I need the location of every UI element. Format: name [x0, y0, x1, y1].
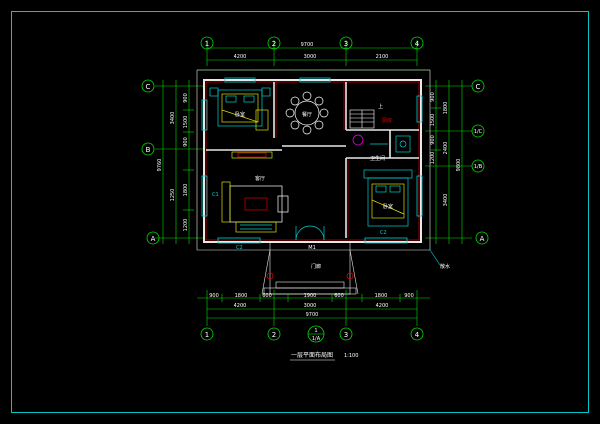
- bottom-detail-2: 1800: [235, 293, 248, 299]
- axis-top-4: 4: [415, 40, 420, 48]
- bottom-dimensions: [197, 290, 430, 326]
- door-label-m1: M1: [308, 245, 316, 251]
- axis-right-a: A: [480, 235, 485, 243]
- bedroom-1-furniture: [209, 87, 271, 131]
- stair-label: 上: [378, 103, 383, 110]
- axis-left-b: B: [146, 146, 151, 154]
- room-label-living: 客厅: [255, 175, 265, 182]
- bedroom-2-furniture: [363, 169, 413, 227]
- window-label-c2a: C2: [236, 245, 243, 251]
- left-seg-1: 3400: [170, 112, 176, 125]
- left-dim-text: 9760 3400 1250 900 1500 900 1800 1200: [157, 93, 189, 231]
- axis-top-3: 3: [344, 40, 348, 48]
- slope-leader: [429, 249, 441, 266]
- right-detail-3: 900: [430, 135, 436, 145]
- top-seg-3: 2100: [376, 54, 389, 60]
- axis-bottom-1: 1: [205, 331, 209, 339]
- drawing-border: [11, 11, 589, 413]
- wall-accents: [275, 82, 349, 238]
- right-axis-bubbles: C 1/C 1/B A: [471, 79, 489, 245]
- drawing-scale: 1:100: [344, 353, 358, 359]
- bottom-detail-1: 900: [209, 293, 219, 299]
- window-label-c1: C1: [212, 192, 219, 198]
- right-detail-1: 900: [430, 92, 436, 102]
- right-seg-1: 1800: [443, 102, 449, 115]
- bottom-seg-1: 4200: [234, 303, 247, 309]
- axis-left-c: C: [146, 83, 151, 91]
- left-dimensions: [155, 80, 205, 244]
- axis-right-c: C: [476, 83, 481, 91]
- left-detail-5: 1200: [183, 219, 189, 232]
- axis-right-1b: 1/B: [474, 164, 483, 170]
- tv-cabinet: [231, 151, 273, 159]
- bottom-axis-bubbles: 1 2 3 4 1 1/A: [200, 325, 424, 343]
- bottom-seg-2: 3000: [304, 303, 317, 309]
- entrance-door: [295, 225, 325, 241]
- bottom-total-dim: 9700: [306, 312, 319, 318]
- bottom-detail-3: 600: [262, 293, 272, 299]
- living-furniture: [221, 181, 289, 233]
- room-label-dining: 餐厅: [302, 111, 312, 118]
- top-seg-2: 3000: [304, 54, 317, 60]
- axis-bottom-entrance-top: 1: [314, 328, 317, 334]
- left-seg-2: 1250: [170, 189, 176, 202]
- right-dim-text: 900 1500 900 1200 1800 2400 3400 9800: [430, 92, 462, 206]
- bathroom-fixtures: [352, 134, 411, 153]
- bottom-detail-6: 1800: [375, 293, 388, 299]
- kitchen-note: 厨房: [382, 117, 392, 124]
- room-label-bathroom: 卫生间: [370, 155, 385, 162]
- axis-top-1: 1: [205, 40, 209, 48]
- axis-bottom-4: 4: [415, 331, 420, 339]
- right-detail-2: 1500: [430, 114, 436, 127]
- top-total-dim: 9700: [301, 42, 314, 48]
- right-dimensions: [425, 80, 472, 244]
- bottom-detail-7: 900: [404, 293, 414, 299]
- top-seg-1: 4200: [234, 54, 247, 60]
- bottom-detail-5: 600: [334, 293, 344, 299]
- right-total-dim: 9800: [456, 159, 462, 172]
- bottom-dim-text: 900 1800 600 1900 600 1800 900 4200 3000…: [209, 293, 414, 318]
- top-axis-bubbles: 1 2 3 4: [200, 36, 424, 50]
- left-axis-bubbles: C B A: [141, 79, 160, 245]
- room-label-porch: 门廊: [311, 263, 321, 270]
- top-dim-text: 9700 4200 3000 2100: [234, 42, 389, 60]
- window-label-c2b: C2: [380, 230, 387, 236]
- interior-walls: [206, 82, 419, 238]
- axis-left-a: A: [151, 235, 156, 243]
- stairs: [349, 109, 375, 129]
- plinth-outline: [196, 69, 431, 251]
- porch: [261, 241, 359, 295]
- slope-note: 散水: [440, 263, 450, 270]
- axis-bottom-entrance-bottom: 1/A: [312, 336, 321, 342]
- left-detail-3: 900: [183, 137, 189, 147]
- bottom-seg-3: 4200: [376, 303, 389, 309]
- left-total-dim: 9760: [157, 159, 163, 172]
- dining-table: [285, 91, 329, 135]
- porch-columns: [266, 272, 354, 280]
- bottom-detail-4: 1900: [304, 293, 317, 299]
- drawing-title: 一层平面布局图: [291, 351, 333, 359]
- right-seg-2: 2400: [443, 142, 449, 155]
- left-detail-4: 1800: [183, 184, 189, 197]
- right-seg-3: 3400: [443, 194, 449, 207]
- axis-bottom-2: 2: [272, 331, 276, 339]
- axis-right-1c: 1/C: [474, 129, 483, 135]
- axis-top-2: 2: [272, 40, 276, 48]
- window-labels: C1 C2 C2: [212, 192, 387, 251]
- windows: [201, 77, 423, 244]
- right-detail-4: 1200: [430, 152, 436, 165]
- room-label-bedroom-1: 卧室: [235, 111, 245, 118]
- axis-bottom-3: 3: [344, 331, 348, 339]
- room-label-bedroom-2: 卧室: [383, 203, 393, 210]
- left-detail-2: 1500: [183, 116, 189, 129]
- left-detail-1: 900: [183, 93, 189, 103]
